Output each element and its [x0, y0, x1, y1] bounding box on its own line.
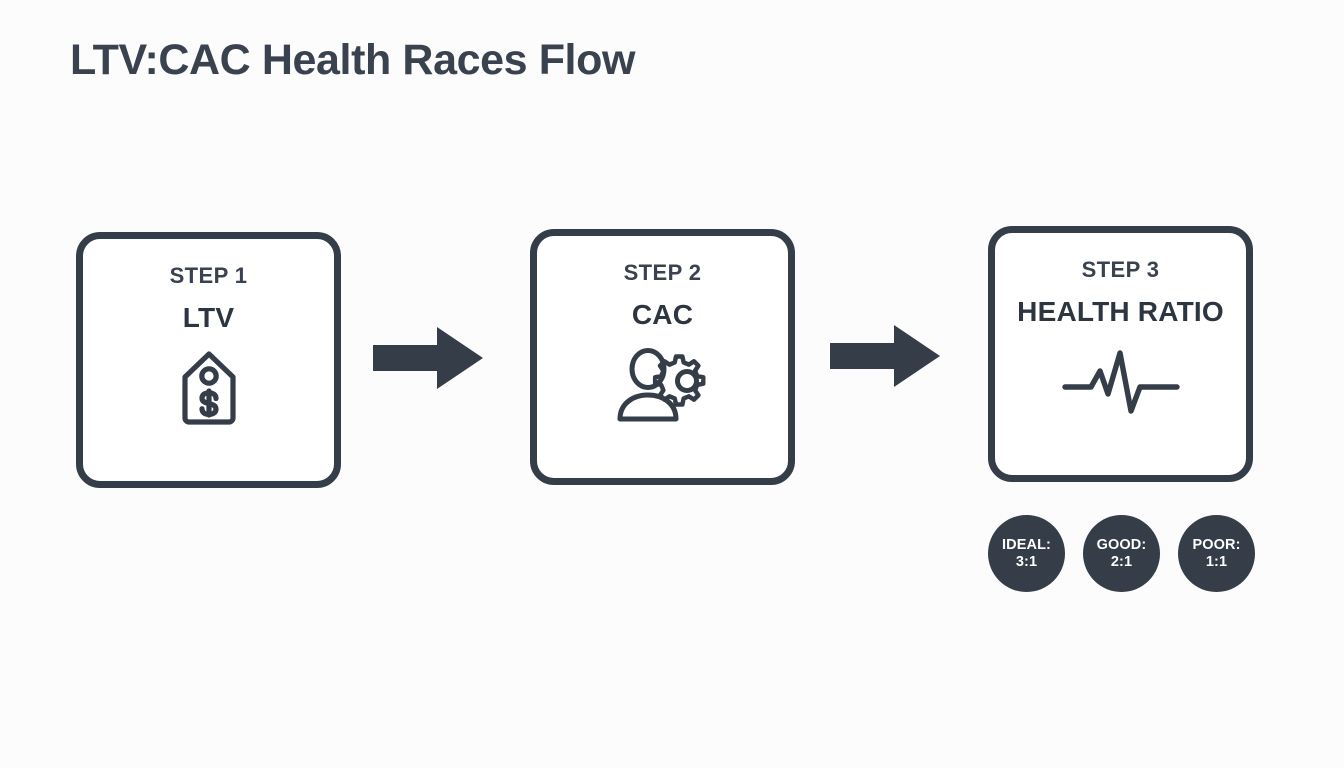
ratio-badge-poor-value: 1:1: [1205, 553, 1228, 570]
step-1-name: LTV: [182, 302, 235, 333]
step-card-1[interactable]: STEP 1 LTV: [76, 232, 341, 488]
ratio-badge-ideal-title: IDEAL:: [1002, 537, 1051, 554]
ratio-badge-good-value: 2:1: [1110, 553, 1133, 570]
step-2-name: CAC: [631, 299, 694, 330]
step-3-name: HEALTH RATIO: [1017, 296, 1224, 327]
arrow-right-icon-2: [830, 325, 940, 387]
step-card-3[interactable]: STEP 3 HEALTH RATIO: [988, 226, 1253, 482]
step-1-label: STEP 1: [169, 263, 248, 288]
step-3-label: STEP 3: [1081, 257, 1160, 282]
ratio-badge-good[interactable]: GOOD: 2:1: [1083, 515, 1160, 592]
ratio-badge-row: IDEAL: 3:1 GOOD: 2:1 POOR: 1:1: [988, 515, 1255, 593]
ratio-badge-poor-title: POOR:: [1192, 537, 1241, 554]
ratio-badge-ideal[interactable]: IDEAL: 3:1: [988, 515, 1065, 592]
page-title: LTV:CAC Health Races Flow: [70, 36, 636, 84]
heartbeat-pulse-icon: [1061, 344, 1181, 420]
step-card-2[interactable]: STEP 2 CAC: [530, 229, 795, 485]
ratio-badge-poor[interactable]: POOR: 1:1: [1178, 515, 1255, 592]
ratio-badge-good-title: GOOD:: [1096, 537, 1147, 554]
price-tag-dollar-icon: [179, 350, 239, 426]
arrow-right-icon-1: [373, 327, 483, 389]
person-gear-icon: [617, 347, 709, 423]
step-2-label: STEP 2: [623, 260, 702, 285]
ratio-badge-ideal-value: 3:1: [1015, 553, 1038, 570]
